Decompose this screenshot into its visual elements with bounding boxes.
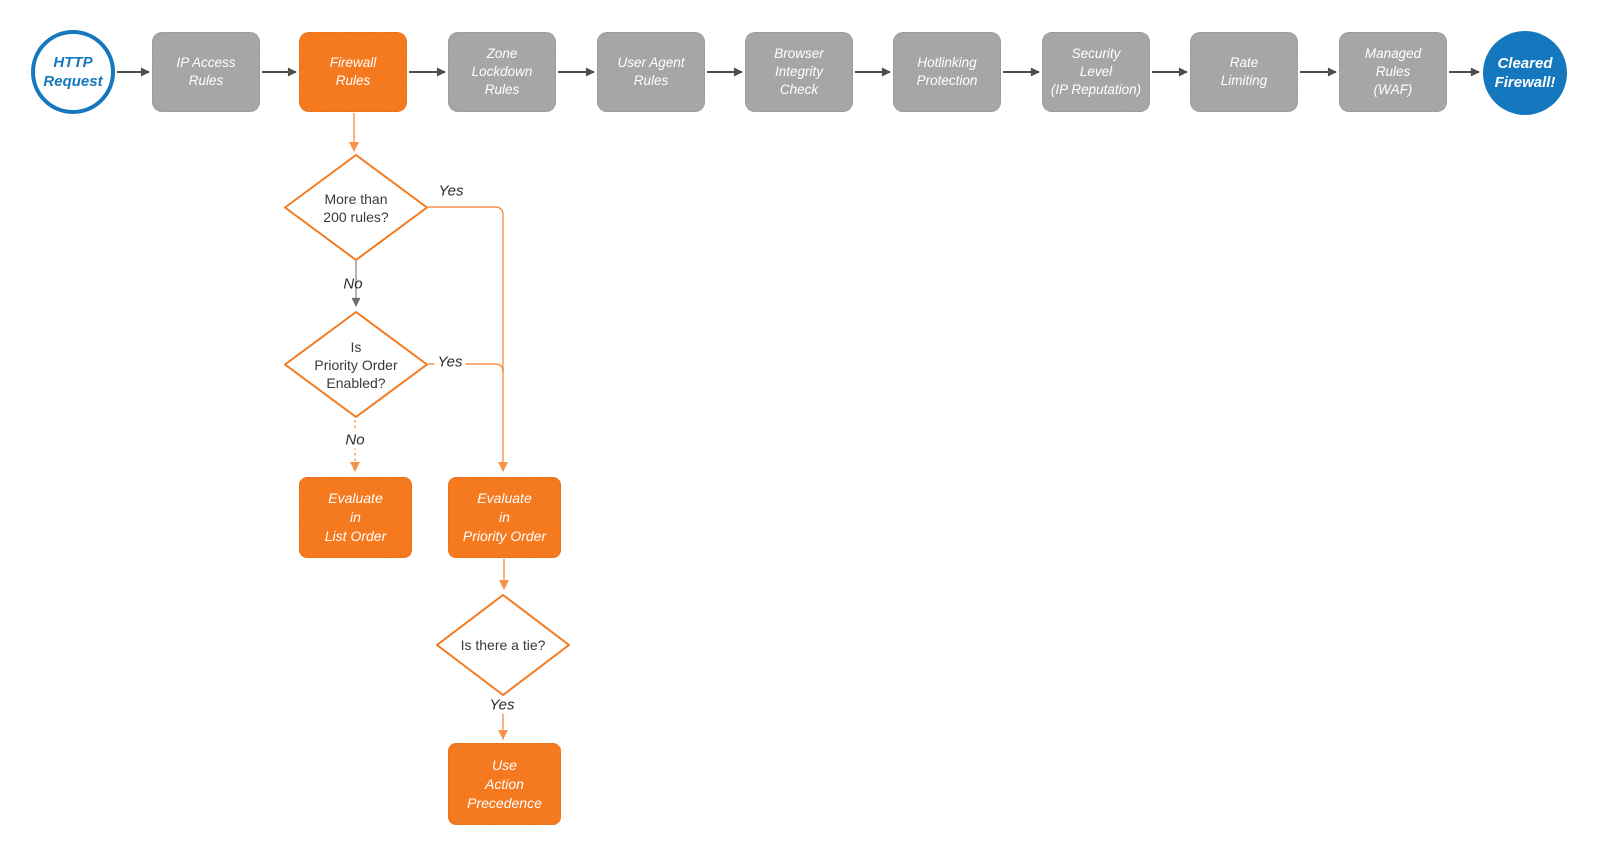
edge-yes-priority-enabled-join (428, 363, 504, 373)
action-label: Use Action Precedence (467, 756, 542, 811)
pipeline-box-label: Hotlinking Protection (916, 55, 978, 88)
decision-is-there-a-tie: Is there a tie? (435, 593, 571, 697)
pipeline-box-label: Browser Integrity Check (774, 46, 824, 97)
end-node-cleared-firewall: Cleared Firewall! (1483, 31, 1567, 115)
diamond-shape (284, 311, 428, 418)
diamond-shape (284, 154, 428, 261)
pipeline-box-label: Rate Limiting (1220, 55, 1268, 88)
pipeline-box-label: Managed Rules (WAF) (1364, 46, 1422, 97)
action-evaluate-in-list-order: Evaluate in List Order (299, 477, 412, 558)
decision-more-than-200-rules: More than 200 rules? (283, 153, 429, 262)
action-label: Evaluate in List Order (324, 490, 387, 544)
edge-label-yes-tie: Yes (486, 696, 518, 714)
pipeline-box-rate-limiting: Rate Limiting (1190, 32, 1298, 112)
edge-label-no-priority-enabled: No (342, 431, 368, 449)
pipeline-box-user-agent-rules: User Agent Rules (597, 32, 705, 112)
action-label: Evaluate in Priority Order (462, 490, 547, 544)
diamond-shape (436, 594, 570, 696)
edge-yes-200-to-priority-order (428, 206, 508, 472)
pipeline-box-zone-lockdown-rules: Zone Lockdown Rules (448, 32, 556, 112)
pipeline-box-label: Security Level (IP Reputation) (1050, 46, 1142, 97)
pipeline-box-managed-rules-waf: Managed Rules (WAF) (1339, 32, 1447, 112)
pipeline-box-label: IP Access Rules (176, 55, 236, 88)
start-node-http-request: HTTP Request (31, 30, 115, 114)
pipeline-box-ip-access-rules: IP Access Rules (152, 32, 260, 112)
pipeline-box-browser-integrity-check: Browser Integrity Check (745, 32, 853, 112)
end-node-label: Cleared Firewall! (1494, 55, 1556, 91)
edge-label-yes-200-rules: Yes (438, 182, 464, 200)
decision-label: More than 200 rules? (323, 190, 389, 225)
pipeline-box-firewall-rules: Firewall Rules (299, 32, 407, 112)
edge-label-yes-priority-enabled: Yes (434, 353, 466, 371)
start-node-label: HTTP Request (43, 54, 103, 90)
action-evaluate-in-priority-order: Evaluate in Priority Order (448, 477, 561, 558)
pipeline-box-label: Zone Lockdown Rules (471, 46, 533, 97)
pipeline-box-hotlinking-protection: Hotlinking Protection (893, 32, 1001, 112)
decision-label: Is Priority Order Enabled? (314, 338, 398, 391)
decision-label: Is there a tie? (460, 637, 546, 653)
pipeline-box-label: Firewall Rules (329, 55, 377, 88)
pipeline-box-security-level: Security Level (IP Reputation) (1042, 32, 1150, 112)
pipeline-box-label: User Agent Rules (617, 55, 685, 88)
decision-priority-order-enabled: Is Priority Order Enabled? (283, 310, 429, 419)
action-use-action-precedence: Use Action Precedence (448, 743, 561, 825)
edge-label-no-200-rules: No (343, 275, 363, 293)
